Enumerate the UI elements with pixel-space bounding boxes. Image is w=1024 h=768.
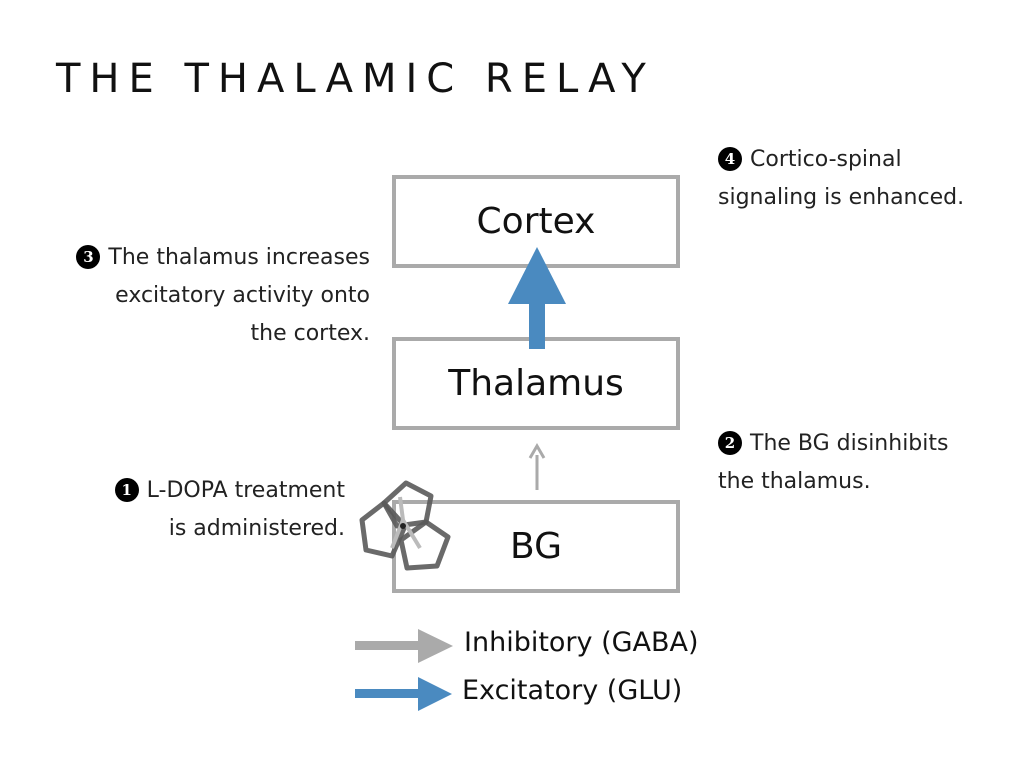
- cortex-box: Cortex: [392, 175, 680, 268]
- step-4-text-1: Cortico-spinal: [750, 147, 902, 172]
- step-1-number-icon: 1: [114, 478, 139, 502]
- step-4-line-1: 4 Cortico-spinal: [718, 141, 1018, 179]
- step-2-number-icon: 2: [718, 431, 742, 455]
- step-2-line-2: the thalamus.: [718, 469, 871, 494]
- legend-inhibitory-arrow: [355, 629, 453, 663]
- step-2-text-1: The BG disinhibits: [750, 431, 949, 456]
- step-3-number-icon: 3: [76, 245, 101, 269]
- bg-to-thalamus-arrow: [528, 443, 546, 490]
- step-1-line-2: is administered.: [168, 516, 345, 541]
- step-2-note: 2 The BG disinhibits the thalamus.: [718, 425, 1018, 501]
- thalamus-label: Thalamus: [448, 363, 624, 404]
- step-3-text-1: The thalamus increases: [108, 245, 370, 270]
- legend-inhibitory-label: Inhibitory (GABA): [464, 627, 699, 658]
- legend-excitatory-arrow: [355, 677, 452, 711]
- bg-box: BG: [392, 500, 680, 593]
- step-1-text-1: L-DOPA treatment: [146, 478, 345, 503]
- step-3-line-1: 3 The thalamus increases: [10, 239, 370, 277]
- step-3-note: 3 The thalamus increases excitatory activ…: [10, 239, 370, 353]
- bg-label: BG: [510, 526, 562, 567]
- step-1-note: 1 L-DOPA treatment is administered.: [25, 472, 345, 548]
- page-title: THE THALAMIC RELAY: [56, 56, 655, 102]
- step-4-number-icon: 4: [718, 147, 742, 171]
- step-4-line-2: signaling is enhanced.: [718, 185, 965, 210]
- step-1-line-1: 1 L-DOPA treatment: [25, 472, 345, 510]
- thalamus-box: Thalamus: [392, 337, 680, 430]
- step-3-line-3: the cortex.: [250, 321, 371, 346]
- step-2-line-1: 2 The BG disinhibits: [718, 425, 1018, 463]
- step-4-note: 4 Cortico-spinal signaling is enhanced.: [718, 141, 1018, 217]
- cortex-label: Cortex: [476, 201, 596, 242]
- step-3-line-2: excitatory activity onto: [115, 283, 370, 308]
- legend-excitatory-label: Excitatory (GLU): [462, 675, 683, 706]
